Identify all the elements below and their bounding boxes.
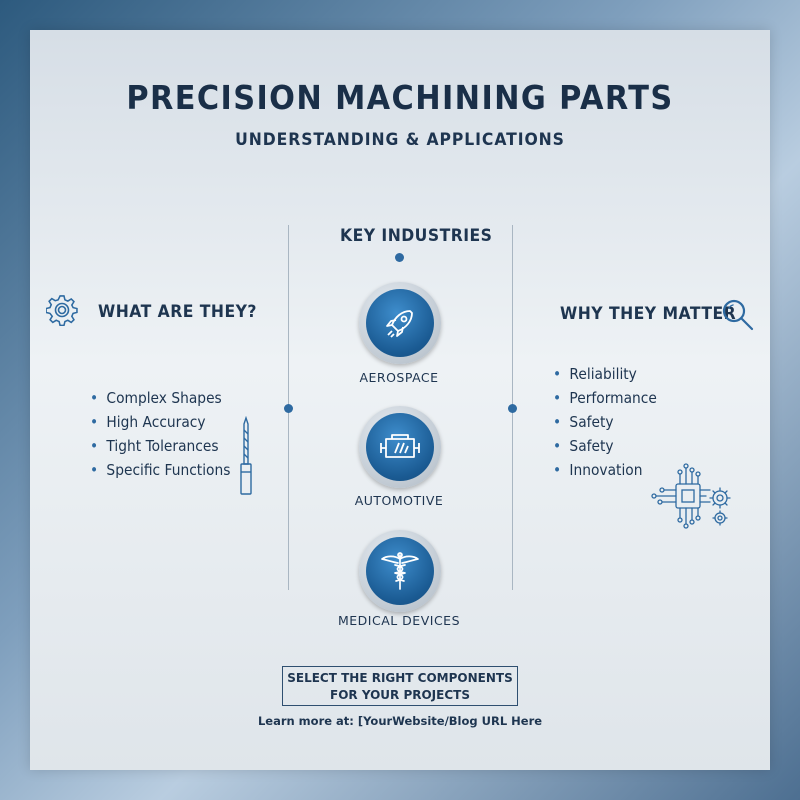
list-item: High Accuracy <box>90 410 230 434</box>
what-are-they-list: Complex Shapes High Accuracy Tight Toler… <box>90 386 243 482</box>
divider-right-dot <box>508 404 517 413</box>
automotive-label: AUTOMOTIVE <box>354 493 444 508</box>
aerospace-label: AEROSPACE <box>359 370 439 385</box>
gear-icon <box>45 294 78 330</box>
why-they-matter-heading: WHY THEY MATTER <box>560 304 737 324</box>
list-item: Safety <box>553 434 657 458</box>
drill-bit-icon <box>236 415 256 500</box>
automotive-badge <box>359 406 441 488</box>
list-item: Reliability <box>553 362 657 386</box>
what-are-they-heading: WHAT ARE THEY? <box>98 302 257 322</box>
medical-devices-badge <box>359 530 441 612</box>
aerospace-badge <box>359 282 441 364</box>
rocket-icon <box>386 310 413 338</box>
cta-line-2: FOR YOUR PROJECTS <box>330 688 470 702</box>
list-item: Innovation <box>553 458 657 482</box>
list-item: Specific Functions <box>90 458 230 482</box>
divider-left-dot <box>284 404 293 413</box>
why-they-matter-list: Reliability Performance Safety Safety In… <box>553 362 666 482</box>
list-item: Safety <box>553 410 657 434</box>
cta-line-1: SELECT THE RIGHT COMPONENTS <box>287 671 513 685</box>
medical-devices-label: MEDICAL DEVICES <box>337 613 461 628</box>
learn-more-text: Learn more at: [YourWebsite/Blog URL Her… <box>257 714 543 728</box>
cta-box[interactable]: SELECT THE RIGHT COMPONENTS FOR YOUR PRO… <box>282 666 518 706</box>
list-item: Performance <box>553 386 656 410</box>
page-subtitle: UNDERSTANDING & APPLICATIONS <box>235 130 565 150</box>
list-item: Complex Shapes <box>90 386 230 410</box>
key-industries-dot <box>395 253 404 262</box>
key-industries-heading: KEY INDUSTRIES <box>340 226 493 246</box>
page-title: PRECISION MACHINING PARTS <box>126 78 674 117</box>
caduceus-icon <box>381 552 419 590</box>
circuit-chip-icon <box>648 458 740 542</box>
engine-icon <box>380 434 420 458</box>
magnifier-icon <box>720 297 756 337</box>
list-item: Tight Tolerances <box>90 434 230 458</box>
